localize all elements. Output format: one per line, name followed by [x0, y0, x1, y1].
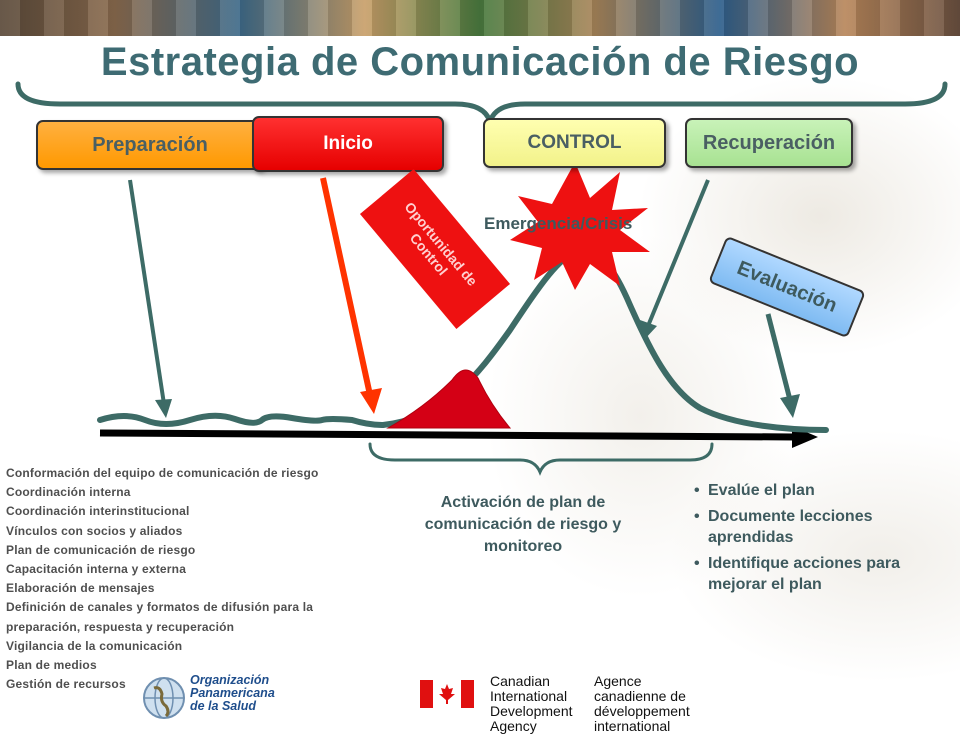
slide-title: Estrategia de Comunicación de Riesgo	[100, 40, 860, 84]
preparation-items-list: Conformación del equipo de comunicación …	[6, 464, 366, 694]
list-item: Coordinación interinstitucional	[6, 504, 190, 519]
list-item: Gestión de recursos	[6, 677, 126, 692]
list-item: Plan de comunicación de riesgo	[6, 542, 196, 557]
evaluacion-arrow	[765, 313, 793, 401]
top-brace	[15, 81, 948, 132]
burst-icon	[510, 162, 650, 290]
ops-logo: Organización Panamericana de la Salud	[140, 672, 290, 720]
list-item: Vínculos con socios y aliados	[6, 523, 183, 538]
evaluation-bullets: •Evalúe el plan •Documente lecciones apr…	[694, 480, 954, 600]
cida-english-name: Canadian International Development Agenc…	[490, 673, 573, 734]
phase-control: CONTROL	[483, 118, 666, 168]
phase-preparacion: Preparación	[36, 120, 264, 170]
list-item: Elaboración de mensajes	[6, 581, 155, 596]
phase-recuperacion: Recuperación	[685, 118, 853, 168]
recuperacion-arrow	[646, 179, 710, 327]
bullet-icon: •	[694, 555, 700, 572]
recuperacion-arrowhead	[640, 320, 657, 340]
list-item: Definición de canales y formatos de difu…	[6, 600, 314, 615]
canada-flag-icon	[420, 680, 474, 708]
list-item: Plan de medios	[6, 658, 97, 673]
timeline-axis	[99, 429, 796, 441]
list-item: Capacitación interna y externa	[6, 562, 187, 577]
phase-inicio: Inicio	[252, 116, 444, 172]
list-item: •Documente lecciones aprendidas	[694, 508, 873, 546]
bullet-icon: •	[694, 508, 700, 525]
emergencia-crisis-label: Emergencia/Crisis	[484, 214, 633, 233]
preparation-wave	[97, 412, 386, 428]
list-item: •Identifique acciones para mejorar el pl…	[694, 555, 901, 593]
list-item: Conformación del equipo de comunicación …	[6, 466, 319, 480]
cida-french-name: Agence canadienne de développement inter…	[594, 673, 690, 734]
early-response-peak	[386, 369, 512, 429]
header-photo-strip	[0, 0, 960, 36]
activation-brace	[368, 442, 714, 476]
cida-logo: Canadian International Development Agenc…	[414, 672, 714, 734]
list-item: •Evalúe el plan	[694, 482, 815, 499]
inicio-arrowhead	[360, 388, 382, 414]
inicio-arrow	[320, 177, 373, 396]
ops-logo-text: Organización Panamericana de la Salud	[190, 673, 275, 713]
preparacion-arrowhead	[155, 399, 172, 418]
globe-icon	[143, 677, 185, 719]
preparacion-arrow	[128, 179, 166, 405]
list-item: Coordinación interna	[6, 485, 131, 500]
list-item: preparación, respuesta y recuperación	[6, 619, 235, 634]
list-item: Vigilancia de la comunicación	[6, 638, 183, 653]
evaluacion-arrowhead	[780, 394, 800, 418]
bullet-icon: •	[694, 482, 700, 499]
activation-text: Activación de plan de comunicación de ri…	[424, 494, 622, 555]
